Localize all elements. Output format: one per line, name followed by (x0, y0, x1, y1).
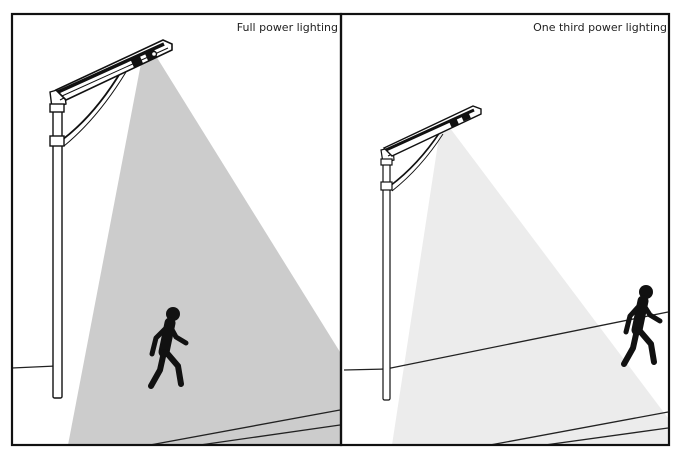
right-panel-frame (339, 12, 671, 447)
walking-person-icon (148, 307, 189, 389)
right-panel-caption: One third power lighting (533, 21, 667, 34)
horizon-line (11, 365, 57, 369)
horizon-line (343, 368, 387, 371)
street-lamp-icon (380, 105, 482, 401)
road-line (149, 409, 341, 446)
left-panel-caption: Full power lighting (236, 21, 338, 34)
street-lamp-icon (49, 39, 173, 399)
light-beam-full (68, 56, 340, 445)
road-line (385, 311, 669, 370)
walking-person-icon (621, 285, 663, 367)
light-beam-third (392, 128, 668, 445)
left-panel (11, 39, 341, 446)
road-line (489, 411, 669, 446)
road-line (199, 424, 341, 446)
right-panel (343, 105, 669, 446)
road-line (544, 427, 669, 446)
